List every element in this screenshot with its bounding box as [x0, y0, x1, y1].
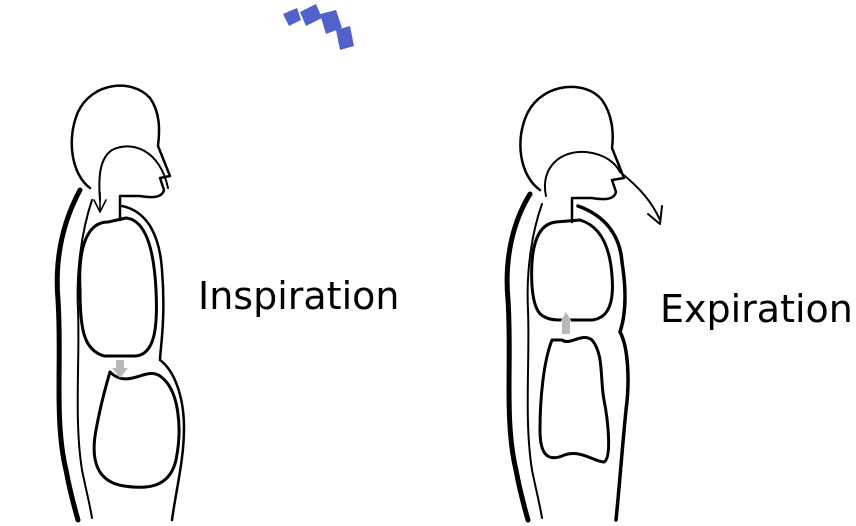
inspiration-label: Inspiration [198, 277, 399, 315]
watermark-logo [283, 4, 354, 50]
expiration-figure [507, 87, 662, 520]
inspiration-abdomen-cavity [94, 372, 179, 487]
inspiration-back-inner [78, 200, 92, 518]
inspiration-head [72, 86, 170, 220]
arrow-out-of-mouth-icon [620, 172, 662, 224]
expiration-abdomen-cavity [540, 337, 609, 462]
inspiration-chest-cavity [80, 218, 157, 356]
expiration-head [520, 87, 624, 222]
expiration-back-inner [528, 204, 542, 518]
expiration-back-outer [507, 194, 530, 520]
arrow-up-icon [560, 312, 572, 334]
arrow-into-airway-icon [94, 192, 106, 212]
expiration-label: Expiration [660, 290, 853, 328]
expiration-front [578, 206, 628, 520]
inspiration-back-outer [57, 190, 80, 520]
inspiration-airway [99, 146, 168, 200]
expiration-airway [545, 152, 620, 196]
inspiration-figure [57, 86, 184, 520]
expiration-chest-cavity [532, 220, 613, 320]
